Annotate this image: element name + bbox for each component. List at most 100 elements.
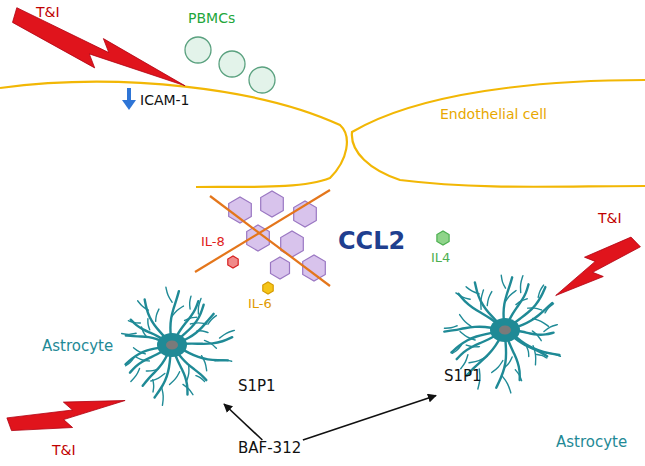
astrocytes <box>122 275 561 405</box>
astrocyte-cell: S1P1Astrocyte <box>436 268 630 458</box>
astrocyte-branch <box>170 372 180 385</box>
cytokine-label: IL-6 <box>246 297 274 312</box>
astrocyte-process <box>145 299 166 338</box>
astrocyte-branch <box>516 299 527 305</box>
down-arrow-head <box>122 100 136 110</box>
astrocyte-branch <box>198 298 201 314</box>
chemokine-hexagon <box>281 231 304 257</box>
chemokine-label: CCL2 <box>338 228 405 256</box>
astrocyte-branch <box>134 348 146 354</box>
astrocyte-process <box>451 332 495 352</box>
astrocyte-body <box>157 333 187 357</box>
chemokine-hexagon <box>437 231 449 245</box>
astrocyte-nucleus <box>499 326 511 335</box>
astrocyte-process <box>130 350 164 373</box>
astrocyte-process <box>179 305 204 339</box>
astrocyte-branch <box>460 332 475 341</box>
chemokine-hexagon <box>271 257 290 279</box>
astrocyte-branch <box>532 331 541 341</box>
cell-label: Astrocyte <box>42 338 113 355</box>
stimulus-label: T&I <box>36 4 60 20</box>
astrocyte <box>122 287 235 405</box>
astrocyte-branch <box>136 357 149 361</box>
astrocyte-process <box>143 352 169 385</box>
astrocyte-branch <box>456 293 470 299</box>
chemokine-hexagon <box>228 256 238 268</box>
astrocyte-branch <box>204 340 216 348</box>
astrocyte-branch <box>528 308 542 310</box>
astrocyte-branch <box>208 316 216 325</box>
receptor-label: S1P1 <box>238 378 276 395</box>
astrocyte-branch <box>152 380 154 392</box>
astrocyte-branch <box>466 287 479 294</box>
astrocyte-branch <box>544 325 557 332</box>
astrocyte-branch <box>187 366 189 380</box>
astrocyte-branch <box>545 304 554 313</box>
astrocyte-branch <box>183 384 193 394</box>
connector-arrow <box>224 404 262 440</box>
astrocyte-cell: AstrocyteS1P1 <box>38 280 278 404</box>
astrocyte-branch <box>487 292 492 306</box>
astrocyte-branch <box>538 285 543 297</box>
astrocyte-branch <box>215 360 232 361</box>
pbmc-cell <box>185 37 211 63</box>
down-arrow-shaft <box>127 88 131 101</box>
down-arrow <box>122 88 136 110</box>
stimulus-label: T&I <box>598 210 622 226</box>
astrocyte-branch <box>452 345 461 353</box>
astrocyte-process <box>174 353 187 395</box>
molecule-label: ICAM-1 <box>140 92 190 108</box>
pbmc-cell <box>249 67 275 93</box>
astrocyte-branch <box>220 330 235 338</box>
cytokine-label: IL-8 <box>199 235 227 250</box>
block-line <box>195 190 330 272</box>
chemokine-hexagon <box>261 191 284 217</box>
astrocyte-process <box>181 349 228 361</box>
astrocyte-branch <box>533 318 549 326</box>
astrocyte-branch <box>196 376 205 382</box>
astrocyte-branch <box>197 331 208 333</box>
cell-label: Astrocyte <box>556 434 627 451</box>
astrocyte-branch <box>492 361 503 373</box>
astrocyte-process <box>457 335 497 359</box>
astrocyte-branch <box>138 301 149 310</box>
astrocyte-branch <box>162 387 164 405</box>
block-cross <box>195 190 330 286</box>
astrocyte-nucleus <box>166 341 178 350</box>
astrocyte-branch <box>520 276 522 293</box>
cell-label: PBMCs <box>188 10 235 26</box>
chemokine-hexagon <box>263 282 273 294</box>
drug-label: BAF-312 <box>238 440 308 460</box>
astrocyte-branch <box>166 287 172 302</box>
stimulus-label: T&I <box>52 442 76 458</box>
pbmc-cells <box>185 37 275 93</box>
receptor-label: S1P1 <box>444 368 482 385</box>
astrocyte-branch <box>185 317 197 320</box>
lightning-bolts <box>7 8 641 431</box>
astrocyte-branch <box>131 368 140 381</box>
connector-arrow <box>303 395 436 440</box>
astrocyte-branch <box>515 370 521 381</box>
lightning-bolt <box>556 237 641 295</box>
astrocyte-process <box>512 287 545 324</box>
astrocyte-branch <box>190 296 191 309</box>
astrocyte-branch <box>126 358 134 366</box>
astrocyte-branch <box>466 345 479 347</box>
astrocyte-branch <box>536 354 547 358</box>
endothelial-membrane <box>352 80 645 187</box>
lightning-bolt <box>7 401 125 431</box>
endothelium <box>0 80 645 187</box>
astrocyte-branch <box>527 347 529 357</box>
astrocyte-branch <box>469 356 487 363</box>
astrocyte-branch <box>505 291 516 302</box>
chemokine-hexagons <box>228 191 449 294</box>
block-line <box>210 196 330 286</box>
astrocyte <box>444 275 560 393</box>
astrocyte-branch <box>146 369 158 371</box>
astrocyte-branch <box>501 275 505 288</box>
astrocyte-process <box>508 284 528 322</box>
cytokine-label: IL4 <box>431 251 450 266</box>
